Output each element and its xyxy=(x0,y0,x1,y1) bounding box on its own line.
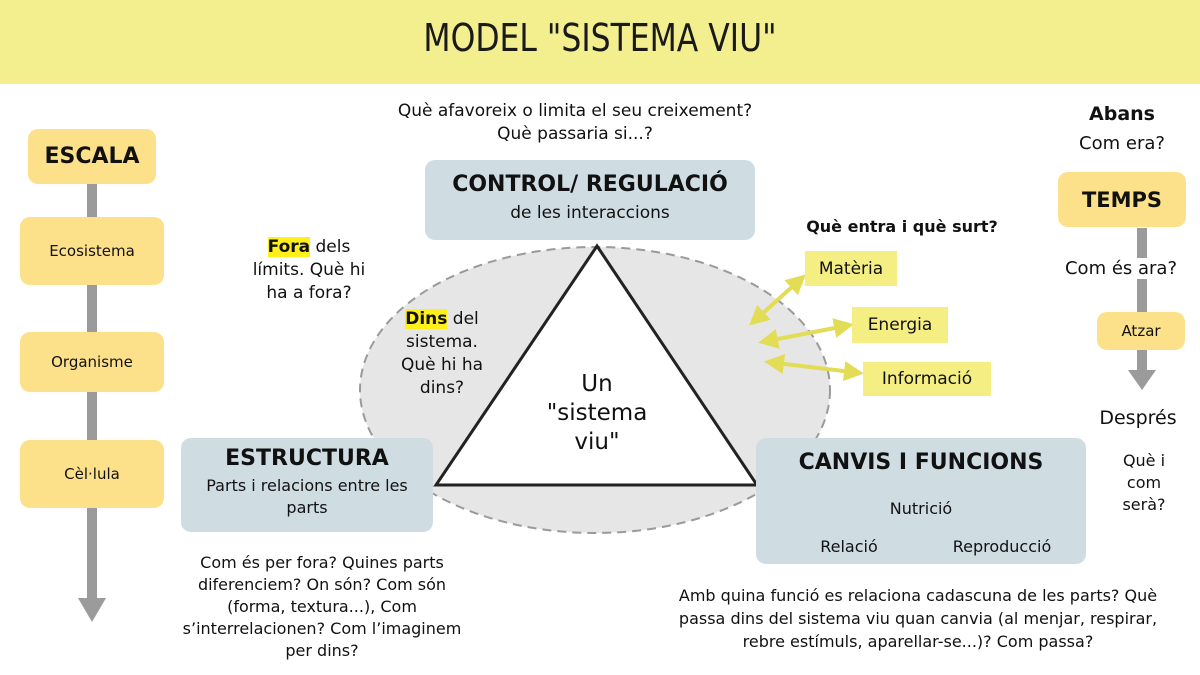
flow-informacio: Informació xyxy=(863,362,991,396)
top-question-1: Què afavoreix o limita el seu creixement… xyxy=(397,101,753,121)
fora-highlight: Fora xyxy=(267,237,311,257)
control-title: CONTROL/ REGULACIÓ xyxy=(452,172,728,197)
informacio-arrow xyxy=(764,353,864,382)
temps-com-era: Com era? xyxy=(1079,133,1165,154)
temps-despres: Després xyxy=(1099,407,1177,429)
escala-arrowhead xyxy=(78,598,106,622)
page-title: MODEL "SISTEMA VIU" xyxy=(423,16,777,60)
system-triangle xyxy=(433,243,760,487)
temps-com-sera: Què i com serà? xyxy=(1122,451,1166,514)
dins-rest: del sistema. Què hi ha dins? xyxy=(400,309,484,398)
estructura-box: ESTRUCTURA Parts i relacions entre les p… xyxy=(181,438,433,532)
function-reproduccio: Reproducció xyxy=(952,537,1052,556)
estructura-title: ESTRUCTURA xyxy=(225,446,389,471)
temps-title: TEMPS xyxy=(1058,172,1186,227)
temps-arrowhead xyxy=(1128,370,1156,390)
dins-text: Dins del sistema. Què hi ha dins? xyxy=(398,308,486,400)
temps-com-es-ara: Com és ara? xyxy=(1046,258,1196,279)
temps-abans: Abans xyxy=(1089,103,1155,125)
escala-level-cellula: Cèl·lula xyxy=(20,440,164,508)
center-label: Un "sistema viu" xyxy=(546,371,648,455)
canvis-title: CANVIS I FUNCIONS xyxy=(798,450,1044,475)
control-box: CONTROL/ REGULACIÓ de les interaccions xyxy=(425,160,755,240)
escala-level-organisme: Organisme xyxy=(20,332,164,392)
canvis-box: CANVIS I FUNCIONS xyxy=(756,438,1086,564)
fora-text: Fora dels límits. Què hi ha a fora? xyxy=(244,236,374,305)
control-subtitle: de les interaccions xyxy=(510,203,670,223)
materia-arrow xyxy=(749,274,806,326)
top-questions: Què afavoreix o limita el seu creixement… xyxy=(370,100,780,146)
fora-rest: dels límits. Què hi ha a fora? xyxy=(252,237,366,303)
title-banner xyxy=(0,0,1200,84)
flow-materia: Matèria xyxy=(805,251,897,286)
top-question-2: Què passaria si...? xyxy=(497,124,653,144)
function-nutricio: Nutrició xyxy=(889,499,953,518)
flow-energia: Energia xyxy=(852,307,948,343)
canvis-questions: Amb quina funció es relaciona cadascuna … xyxy=(678,586,1158,651)
escala-level-ecosistema: Ecosistema xyxy=(20,217,164,285)
energia-arrow xyxy=(758,318,854,349)
estructura-subtitle: Parts i relacions entre les parts xyxy=(206,476,408,517)
flows-question: Què entra i què surt? xyxy=(806,217,998,236)
dins-highlight: Dins xyxy=(405,309,448,329)
temps-atzar: Atzar xyxy=(1097,312,1185,350)
escala-title: ESCALA xyxy=(28,129,156,184)
estructura-questions: Com és per fora? Quines parts diferencie… xyxy=(182,553,462,660)
function-relacio: Relació xyxy=(820,537,878,556)
